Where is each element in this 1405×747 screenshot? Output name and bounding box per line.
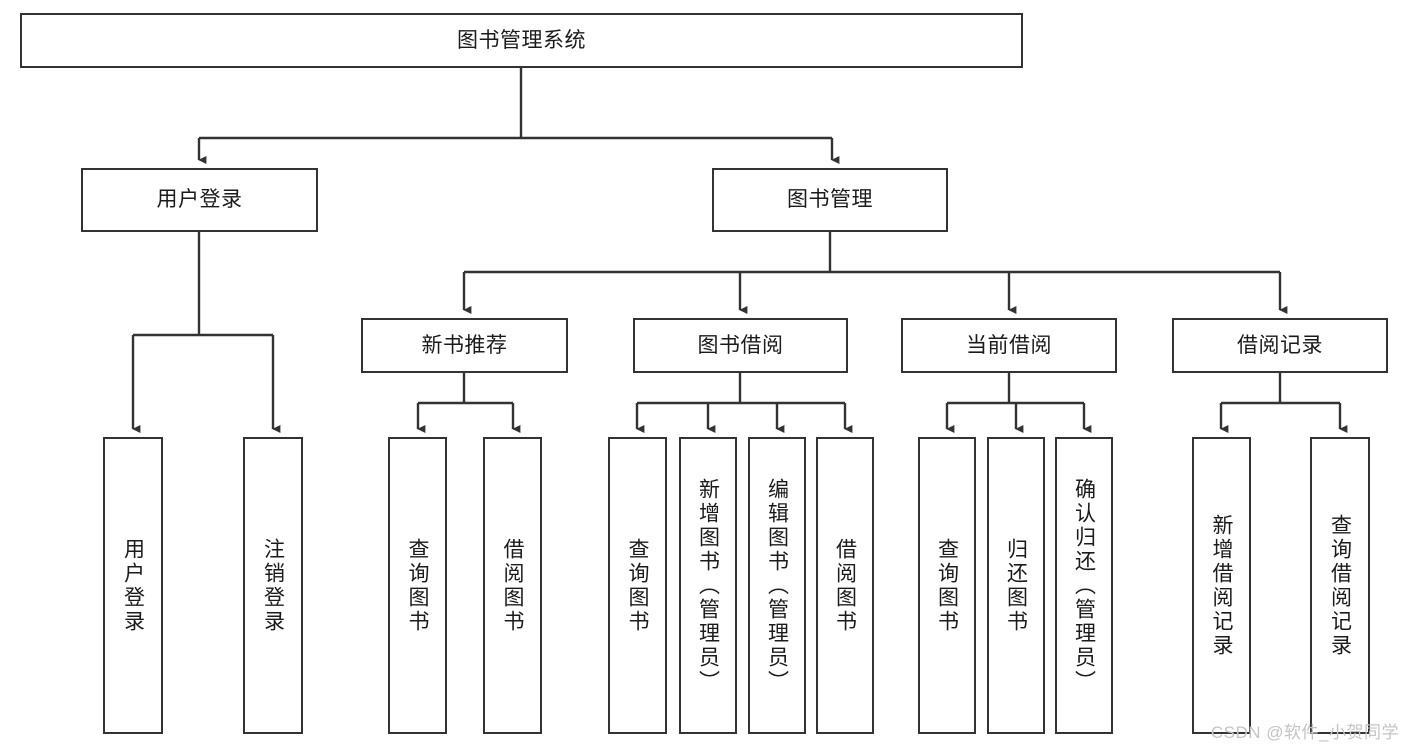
node-leaf-query-book-current[interactable]: 查询图书 (918, 437, 976, 734)
node-leaf-query-book-borrow-label: 查询图书 (626, 537, 649, 634)
node-leaf-query-borrow-record-label: 查询借阅记录 (1328, 513, 1352, 658)
connector-borrow-records-to-leaves (1219, 373, 1348, 433)
watermark-text: CSDN @软件_小贺同学 (1210, 723, 1399, 742)
node-borrow-records-label: 借阅记录 (1237, 333, 1323, 357)
node-user-login[interactable]: 用户登录 (81, 168, 318, 232)
connector-current-borrow-to-leaves (945, 373, 1092, 433)
node-leaf-confirm-return-admin[interactable]: 确认归还（管理员） (1055, 437, 1113, 734)
node-current-borrow[interactable]: 当前借阅 (901, 318, 1117, 373)
node-leaf-edit-book-admin[interactable]: 编辑图书（管理员） (748, 437, 806, 734)
node-current-borrow-label: 当前借阅 (966, 333, 1052, 357)
node-new-book-recommend-label: 新书推荐 (421, 333, 508, 357)
connector-new-book-recommend-to-leaves (416, 373, 521, 433)
node-leaf-borrow-book[interactable]: 借阅图书 (816, 437, 874, 734)
node-borrow-records[interactable]: 借阅记录 (1172, 318, 1388, 373)
node-user-login-label: 用户登录 (156, 188, 243, 212)
node-leaf-logout-label: 注销登录 (261, 537, 285, 634)
node-leaf-add-book-admin-label: 新增图书（管理员） (696, 477, 720, 694)
node-leaf-query-borrow-record[interactable]: 查询借阅记录 (1310, 437, 1370, 734)
connector-book-management-to-level3 (462, 232, 1288, 314)
node-book-management-label: 图书管理 (787, 188, 873, 212)
connector-root-to-level2 (197, 68, 840, 164)
node-leaf-add-borrow-record-label: 新增借阅记录 (1210, 513, 1233, 658)
node-leaf-query-book-borrow[interactable]: 查询图书 (608, 437, 667, 734)
node-leaf-edit-book-admin-label: 编辑图书（管理员） (765, 477, 789, 694)
connector-user-login-to-leaves (131, 232, 281, 433)
node-leaf-borrow-book-recommend[interactable]: 借阅图书 (483, 437, 542, 734)
node-leaf-query-book-recommend[interactable]: 查询图书 (388, 437, 447, 734)
node-leaf-borrow-book-label: 借阅图书 (833, 537, 857, 634)
connector-book-borrow-to-leaves (635, 373, 853, 433)
node-leaf-user-login[interactable]: 用户登录 (103, 437, 163, 734)
node-leaf-query-book-recommend-label: 查询图书 (406, 537, 429, 634)
node-leaf-logout[interactable]: 注销登录 (243, 437, 303, 734)
node-root[interactable]: 图书管理系统 (20, 13, 1023, 68)
node-leaf-confirm-return-admin-label: 确认归还（管理员） (1072, 477, 1096, 694)
node-leaf-borrow-book-recommend-label: 借阅图书 (501, 537, 524, 634)
node-leaf-return-book[interactable]: 归还图书 (987, 437, 1045, 734)
node-book-borrow-label: 图书借阅 (697, 333, 784, 357)
node-leaf-query-book-current-label: 查询图书 (935, 537, 959, 634)
node-new-book-recommend[interactable]: 新书推荐 (361, 318, 568, 373)
node-book-management[interactable]: 图书管理 (712, 168, 948, 232)
node-leaf-return-book-label: 归还图书 (1004, 537, 1028, 634)
node-leaf-add-borrow-record[interactable]: 新增借阅记录 (1192, 437, 1251, 734)
node-leaf-user-login-label: 用户登录 (121, 537, 145, 634)
node-book-borrow[interactable]: 图书借阅 (633, 318, 848, 373)
node-leaf-add-book-admin[interactable]: 新增图书（管理员） (679, 437, 737, 734)
node-root-label: 图书管理系统 (457, 28, 586, 52)
